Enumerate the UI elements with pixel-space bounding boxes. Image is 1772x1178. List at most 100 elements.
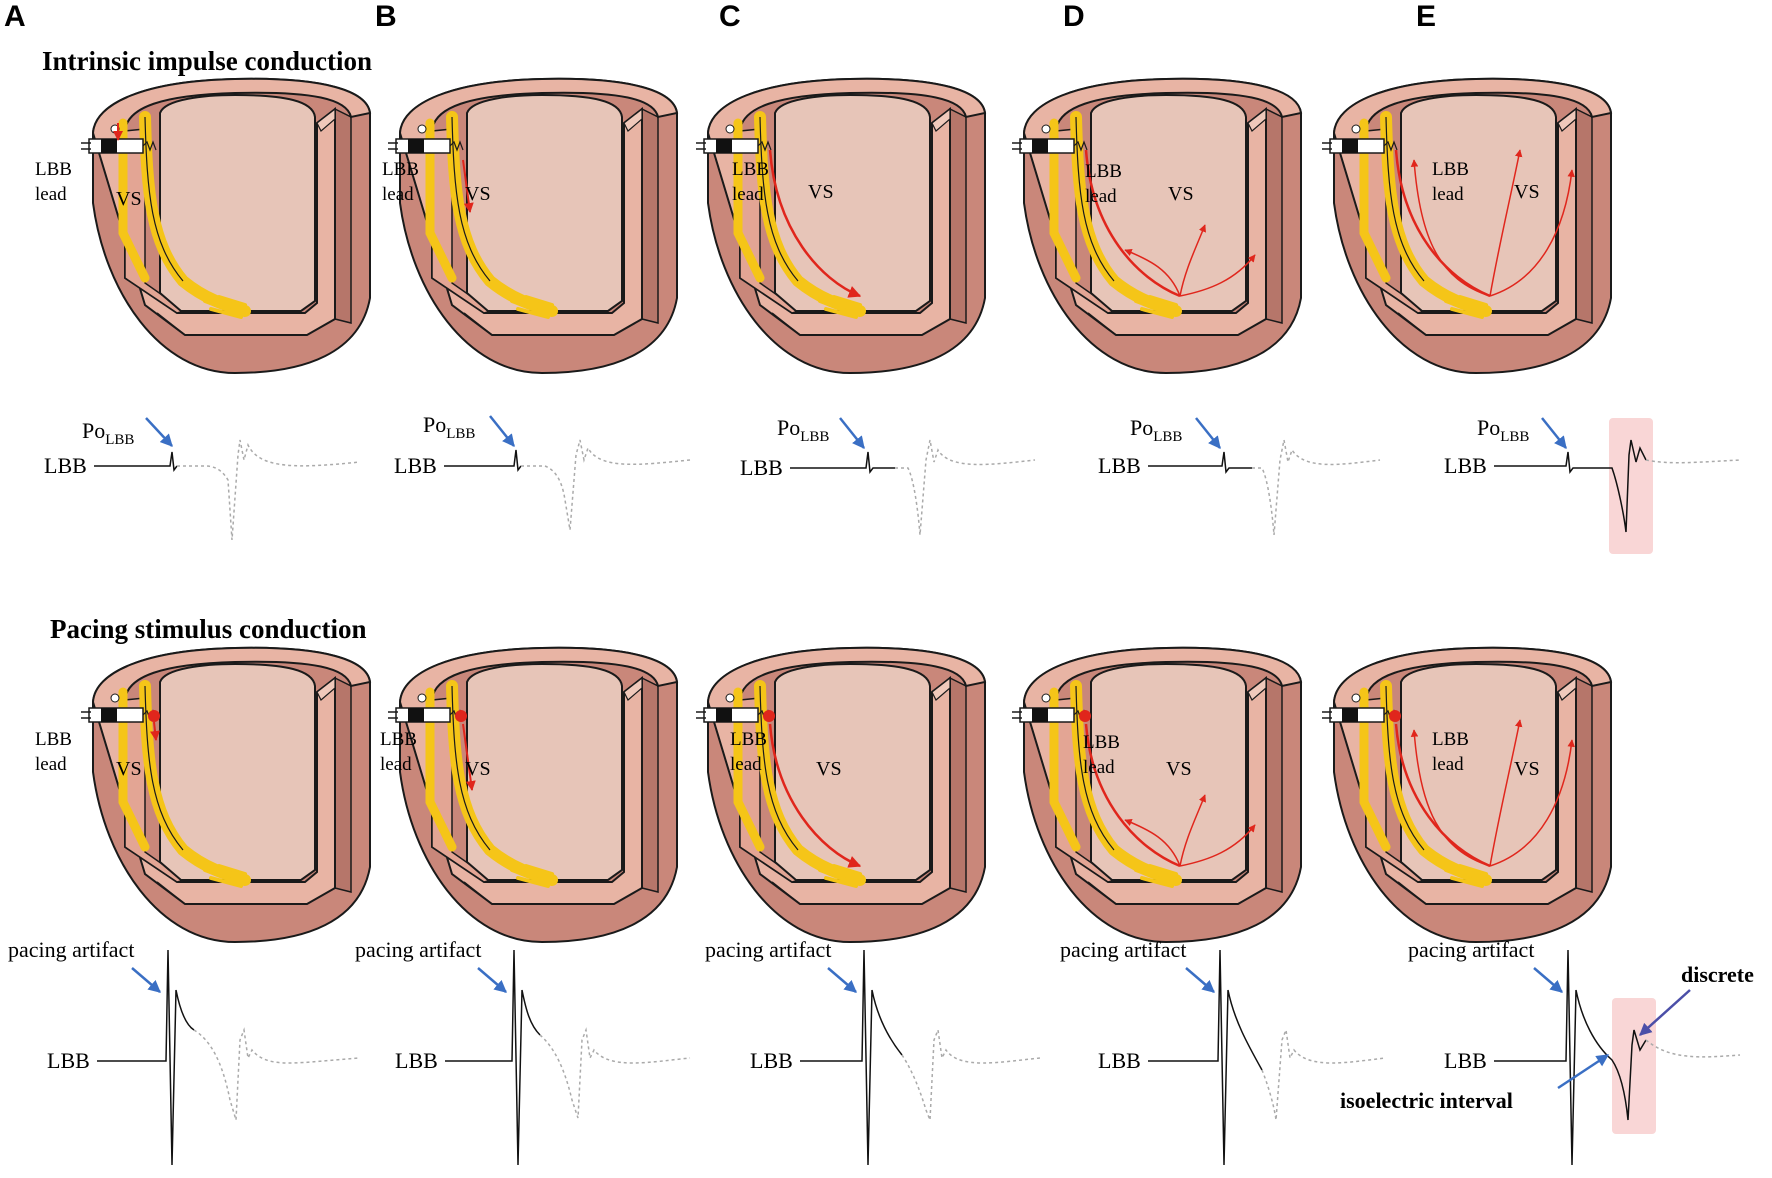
ecg-intrinsic-b: PoLBB LBB <box>394 412 691 531</box>
vs-label: VS <box>465 183 491 205</box>
heart-labels-row2: LBB lead VS LBB lead VS LBB lead VS LBB … <box>35 729 1540 780</box>
lead-label-2: lead <box>35 754 67 775</box>
ecg-trace <box>1494 439 1647 533</box>
ecg-pacing-a: pacing artifact LBB <box>8 937 361 1166</box>
ecg-trace <box>94 451 178 472</box>
po-label: PoLBB <box>777 415 829 445</box>
vs-label: VS <box>1166 758 1192 780</box>
panel-label-c: C <box>719 0 741 33</box>
po-label: PoLBB <box>82 418 134 448</box>
ecg-dotted-trace <box>539 1027 691 1119</box>
pointer-arrow <box>1541 417 1567 449</box>
ecg-dotted-trace <box>1252 439 1381 536</box>
lead-label-2: lead <box>1083 757 1115 778</box>
isoelectric-arrow <box>1557 1053 1610 1090</box>
ecg-trace <box>800 949 903 1166</box>
heart-pacing-b <box>388 648 677 942</box>
pointer-arrow <box>145 417 173 447</box>
lead-label-2: lead <box>1432 754 1464 775</box>
pacing-artifact-label: pacing artifact <box>8 937 134 962</box>
heart-intrinsic-b <box>388 79 677 373</box>
lead-name: LBB <box>394 453 437 478</box>
ecg-intrinsic-a: PoLBB LBB <box>44 417 361 541</box>
lead-label: LBB <box>35 159 72 180</box>
pointer-arrow <box>489 415 515 447</box>
ecg-dotted-trace <box>1261 1027 1386 1121</box>
ecg-pacing-d: pacing artifact LBB <box>1060 937 1386 1166</box>
panel-label-e: E <box>1416 0 1437 33</box>
lead-label-2: lead <box>1085 186 1117 207</box>
ecg-trace <box>1148 949 1263 1166</box>
pacing-artifact-label: pacing artifact <box>705 937 831 962</box>
lead-name: LBB <box>1444 453 1487 478</box>
isoelectric-interval-label: isoelectric interval <box>1340 1088 1513 1113</box>
lead-label-2: lead <box>382 184 414 205</box>
lead-label: LBB <box>1432 159 1469 180</box>
section-title-intrinsic: Intrinsic impulse conduction <box>42 46 373 76</box>
ecg-trace <box>97 949 195 1166</box>
lead-name: LBB <box>395 1048 438 1073</box>
ecg-dotted-trace <box>901 1027 1041 1121</box>
po-label: PoLBB <box>1477 415 1529 445</box>
heart-intrinsic-c <box>696 79 985 373</box>
ecg-pacing-c: pacing artifact LBB <box>705 937 1041 1166</box>
lead-label-2: lead <box>1432 184 1464 205</box>
ecg-dotted-trace <box>193 1027 361 1121</box>
highlight-box <box>1609 418 1653 554</box>
lead-name: LBB <box>1098 1048 1141 1073</box>
heart-pacing-a <box>81 648 370 942</box>
vs-label: VS <box>116 188 142 210</box>
ecg-dotted-trace <box>177 439 361 541</box>
heart-intrinsic-a <box>81 79 370 373</box>
heart-pacing-c <box>696 648 985 942</box>
pointer-arrow <box>477 967 507 993</box>
highlight-box <box>1612 998 1656 1134</box>
ecg-intrinsic-d: PoLBB LBB <box>1098 415 1381 536</box>
panel-label-a: A <box>4 0 26 33</box>
lead-name: LBB <box>750 1048 793 1073</box>
lead-label-2: lead <box>35 184 67 205</box>
lead-label: LBB <box>382 159 419 180</box>
section-title-pacing: Pacing stimulus conduction <box>50 614 367 644</box>
pointer-arrow <box>1195 417 1221 449</box>
ecg-dotted-trace <box>895 439 1036 536</box>
panel-label-b: B <box>375 0 397 33</box>
pacing-artifact-label: pacing artifact <box>355 937 481 962</box>
lead-label: LBB <box>1083 732 1120 753</box>
ecg-trace <box>445 949 541 1166</box>
heart-intrinsic-d <box>1012 79 1301 373</box>
ecg-trace <box>1148 451 1252 474</box>
vs-label: VS <box>1168 183 1194 205</box>
vs-label: VS <box>1514 181 1540 203</box>
lead-name: LBB <box>44 453 87 478</box>
pointer-arrow <box>131 967 161 993</box>
discrete-arrow <box>1639 989 1691 1036</box>
ecg-trace <box>444 449 522 472</box>
lead-label-2: lead <box>730 754 762 775</box>
panel-label-d: D <box>1063 0 1085 33</box>
lead-name: LBB <box>47 1048 90 1073</box>
ecg-dotted-trace <box>1645 459 1741 464</box>
lead-label: LBB <box>380 729 417 750</box>
ecg-intrinsic-c: PoLBB LBB <box>740 415 1036 536</box>
lead-label: LBB <box>1085 161 1122 182</box>
heart-labels-row1: LBB lead VS LBB lead VS LBB lead VS LBB … <box>35 159 1540 210</box>
heart-pacing-d <box>1012 648 1301 942</box>
po-label: PoLBB <box>423 412 475 442</box>
lead-name: LBB <box>1098 453 1141 478</box>
po-label: PoLBB <box>1130 415 1182 445</box>
lead-name: LBB <box>740 455 783 480</box>
lead-name: LBB <box>1444 1048 1487 1073</box>
pointer-arrow <box>839 417 865 449</box>
vs-label: VS <box>465 758 491 780</box>
heart-intrinsic-e <box>1322 79 1611 373</box>
ecg-dotted-trace <box>521 439 691 531</box>
lead-label: LBB <box>730 729 767 750</box>
ecg-dotted-trace <box>1645 1039 1741 1058</box>
ecg-pacing-e: pacing artifact LBB discrete isoelectric… <box>1340 937 1754 1166</box>
ecg-intrinsic-e: PoLBB LBB <box>1444 415 1741 554</box>
vs-label: VS <box>1514 758 1540 780</box>
lead-label-2: lead <box>732 184 764 205</box>
ecg-trace <box>790 451 895 474</box>
